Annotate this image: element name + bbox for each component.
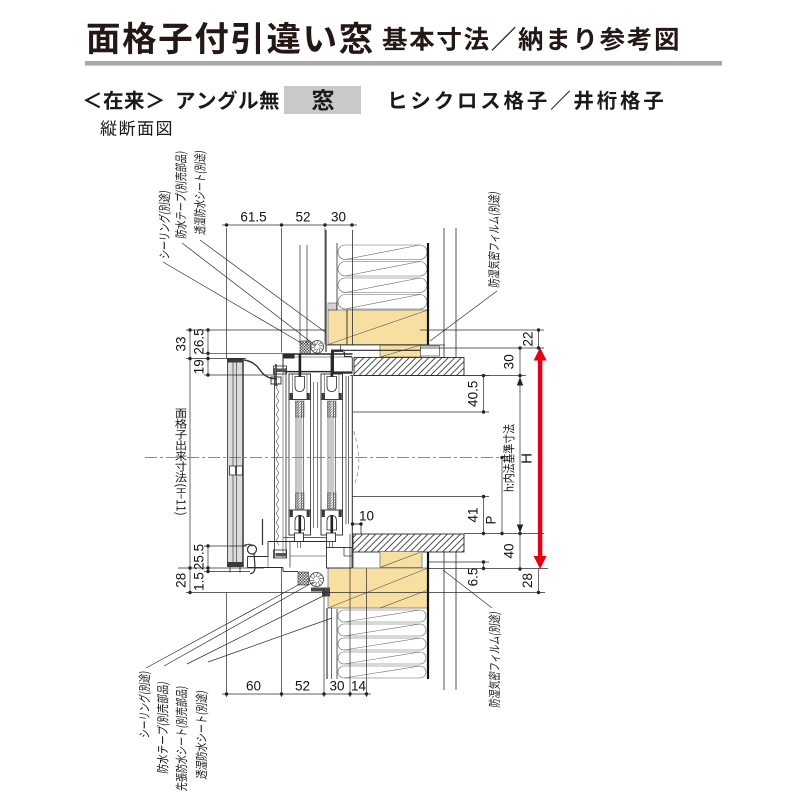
svg-text:28: 28: [520, 573, 535, 588]
svg-text:14: 14: [351, 679, 367, 694]
svg-text:40: 40: [502, 543, 517, 558]
svg-text:25.5: 25.5: [192, 544, 207, 570]
svg-text:30: 30: [502, 354, 517, 369]
svg-text:30: 30: [329, 679, 344, 694]
svg-text:1.5: 1.5: [192, 572, 207, 591]
svg-text:52: 52: [295, 679, 310, 694]
svg-text:30: 30: [331, 210, 346, 225]
svg-text:40.5: 40.5: [466, 381, 481, 407]
svg-text:41: 41: [466, 507, 481, 522]
svg-text:19: 19: [192, 359, 207, 374]
svg-text:61.5: 61.5: [240, 210, 266, 225]
svg-text:26.5: 26.5: [192, 328, 207, 354]
svg-text:28: 28: [174, 573, 189, 588]
svg-text:H: H: [519, 453, 536, 464]
svg-text:52: 52: [295, 210, 310, 225]
svg-text:6.5: 6.5: [466, 568, 481, 587]
svg-text:60: 60: [246, 679, 261, 694]
svg-text:22: 22: [521, 331, 536, 346]
svg-text:33: 33: [174, 336, 189, 351]
svg-text:P: P: [484, 515, 499, 524]
svg-text:10: 10: [359, 509, 374, 524]
